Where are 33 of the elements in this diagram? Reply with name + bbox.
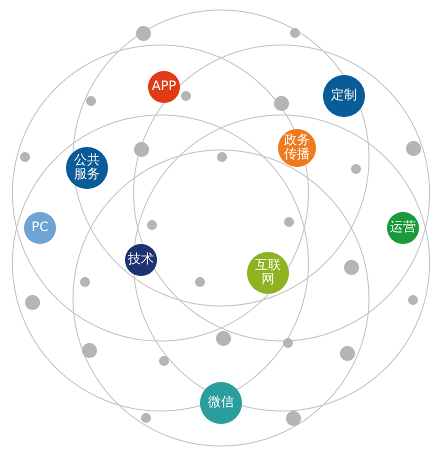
dot-marker (406, 140, 420, 156)
topic-circle: 公共服务 (66, 147, 108, 189)
topic-circle: APP (148, 71, 180, 103)
dot-marker (136, 26, 150, 40)
dot-marker (82, 342, 96, 358)
dot-marker (159, 356, 169, 366)
topic-circle: 技术 (125, 244, 157, 276)
topic-circle: 政务传播 (278, 129, 316, 167)
dot-marker (24, 294, 40, 310)
dot-marker (134, 142, 148, 156)
topic-circle: 运营 (387, 212, 419, 244)
dot-marker (20, 152, 30, 162)
dot-marker (217, 152, 227, 162)
dot-marker (344, 260, 358, 274)
dot-marker (286, 410, 300, 426)
dot-marker (86, 96, 96, 106)
dot-marker (351, 164, 361, 174)
dot-marker (283, 338, 293, 348)
topic-circle: 互联网 (247, 252, 289, 294)
dot-marker (284, 217, 294, 227)
dot-marker (290, 28, 300, 38)
dot-marker (340, 346, 354, 360)
dot-marker (216, 330, 230, 346)
dot-marker (141, 413, 151, 423)
dot-marker (274, 96, 288, 110)
dot-marker (195, 277, 205, 287)
topic-circle: PC (24, 212, 56, 244)
dot-marker (80, 277, 90, 287)
dot-marker (408, 295, 418, 305)
dot-marker (147, 220, 157, 230)
topic-circle: 微信 (200, 382, 242, 424)
dot-marker (181, 91, 191, 101)
topic-circle: 定制 (323, 75, 365, 117)
